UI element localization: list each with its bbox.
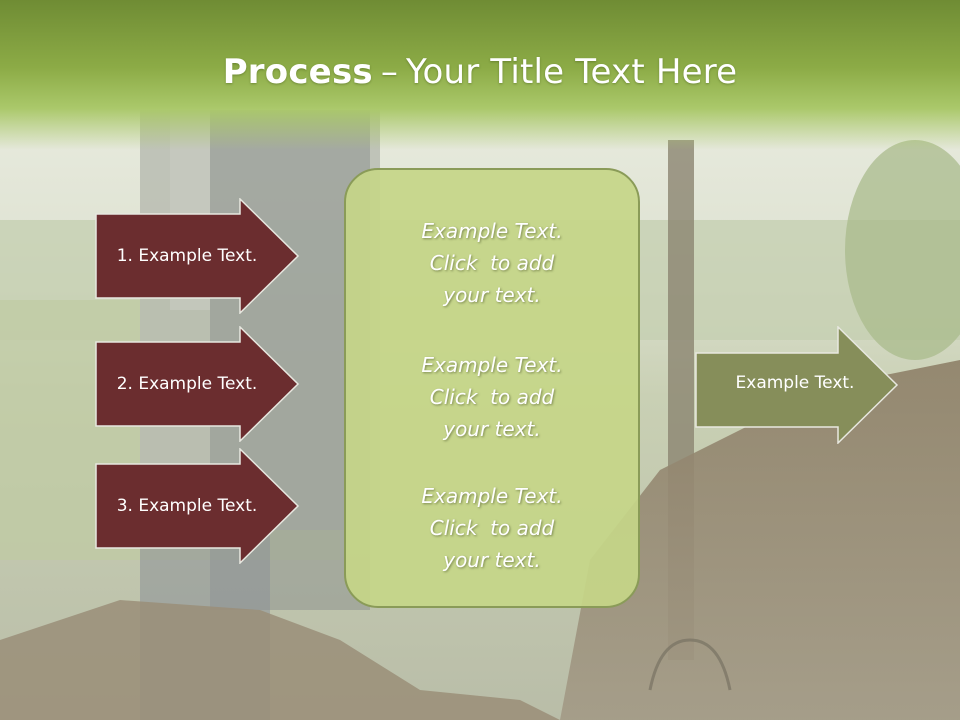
center-text-block-2: Example Text. Click to add your text. (346, 349, 638, 445)
center-text-line: Example Text. (421, 219, 563, 243)
title-bold: Process (222, 52, 373, 92)
center-text-line: Click to add (429, 251, 555, 275)
left-arrow-2[interactable]: 2. Example Text. (95, 326, 300, 442)
center-text-line: Example Text. (421, 353, 563, 377)
slide-title: Process–Your Title Text Here (0, 52, 960, 92)
title-rest: Your Title Text Here (406, 52, 738, 92)
left-arrow-1-label: 1. Example Text. (116, 246, 258, 266)
center-text-block-3: Example Text. Click to add your text. (346, 480, 638, 576)
center-text-block-1: Example Text. Click to add your text. (346, 215, 638, 311)
center-text-line: Click to add (429, 516, 555, 540)
right-arrow[interactable]: Example Text. (695, 326, 900, 444)
title-separator: – (380, 52, 399, 92)
left-arrow-3-label: 3. Example Text. (116, 496, 258, 516)
center-text-line: Example Text. (421, 484, 563, 508)
right-arrow-label: Example Text. (735, 373, 855, 393)
left-arrow-2-label: 2. Example Text. (116, 374, 258, 394)
center-text-line: your text. (443, 283, 541, 307)
center-text-line: your text. (443, 548, 541, 572)
center-text-line: Click to add (429, 385, 555, 409)
left-arrow-3[interactable]: 3. Example Text. (95, 448, 300, 564)
center-text-box[interactable]: Example Text. Click to add your text. Ex… (344, 168, 640, 608)
title-bar (0, 0, 960, 150)
left-arrow-1[interactable]: 1. Example Text. (95, 198, 300, 314)
center-text-line: your text. (443, 417, 541, 441)
